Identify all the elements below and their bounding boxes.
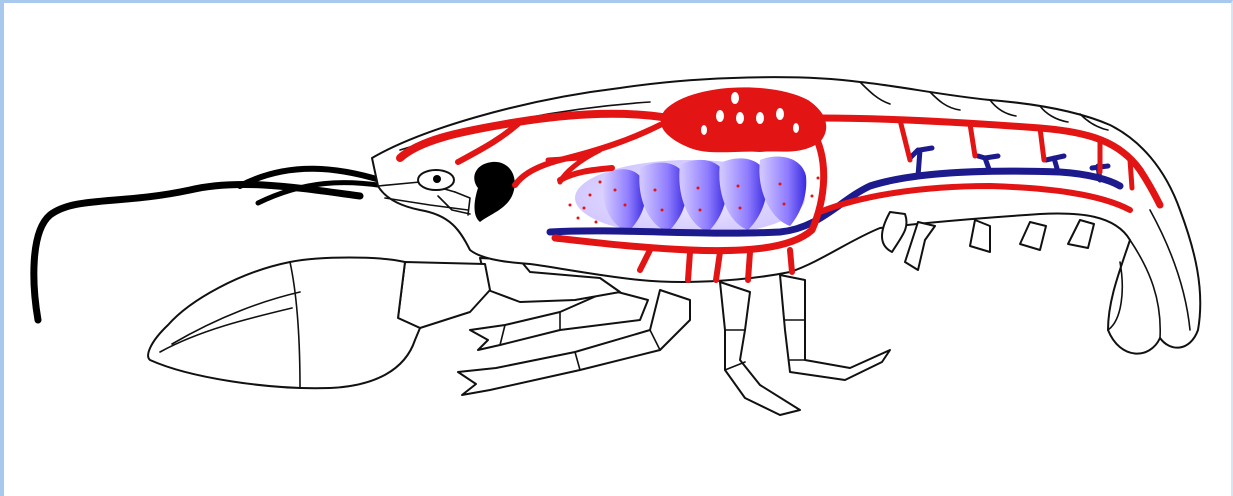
leg-artery-3 bbox=[716, 252, 720, 280]
claw-merus bbox=[398, 262, 490, 328]
leg-artery-5 bbox=[790, 250, 792, 272]
swimmeret-3 bbox=[970, 220, 990, 252]
swimmeret-4 bbox=[1020, 222, 1046, 250]
swimmeret-2 bbox=[905, 222, 935, 270]
leg-artery-4 bbox=[748, 252, 750, 280]
swimmeret-5 bbox=[1068, 220, 1094, 248]
leg-artery-2 bbox=[688, 252, 690, 280]
claw-propodus bbox=[148, 258, 420, 389]
eye-pupil bbox=[433, 175, 441, 183]
walking-leg-4 bbox=[780, 275, 890, 380]
